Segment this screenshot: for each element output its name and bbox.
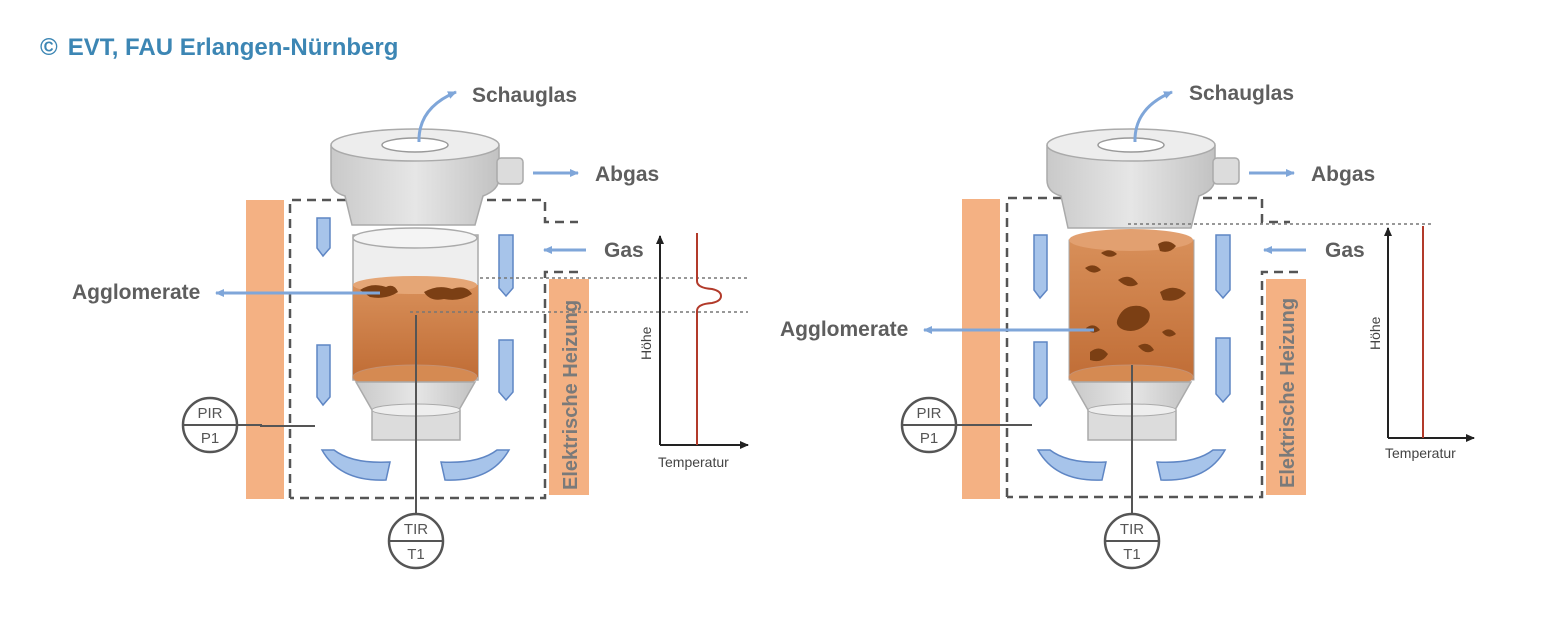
left-panel: Elektrische Heizung Schauglas Abg bbox=[72, 84, 749, 570]
right-axis-hoehe: Höhe bbox=[1367, 316, 1383, 350]
left-pir-text: PIR bbox=[197, 405, 222, 422]
left-axis-temperatur: Temperatur bbox=[658, 454, 729, 470]
left-heizung-label: Elektrische Heizung bbox=[560, 300, 582, 490]
right-abgas-nozzle bbox=[1212, 157, 1240, 185]
left-schauglas-label: Schauglas bbox=[472, 84, 577, 107]
left-schauglas-arrow bbox=[417, 90, 457, 143]
left-p1-text: P1 bbox=[201, 430, 219, 447]
right-heizung-label: Elektrische Heizung bbox=[1277, 298, 1299, 488]
left-abgas-nozzle bbox=[496, 157, 524, 185]
left-heating-element-3 bbox=[316, 344, 331, 407]
right-agglomerate-8 bbox=[1162, 329, 1176, 337]
right-heating-element-3 bbox=[1033, 341, 1048, 408]
copyright-credit: © EVT, FAU Erlangen-Nürnberg bbox=[40, 34, 398, 62]
left-heater-right bbox=[549, 279, 589, 495]
left-gas-label: Gas bbox=[604, 239, 644, 262]
right-heater-strip bbox=[962, 199, 1000, 499]
right-agglomerate-10 bbox=[1138, 343, 1154, 353]
left-heater-strip bbox=[246, 200, 284, 499]
left-heating-element-1 bbox=[316, 217, 331, 258]
right-panel: Elektrische Heizung S bbox=[780, 82, 1475, 570]
right-agglomerate-5 bbox=[1160, 287, 1186, 301]
right-heating-element-1 bbox=[1033, 234, 1048, 300]
right-heating-element-4 bbox=[1215, 337, 1231, 404]
left-tir-text: TIR bbox=[404, 521, 428, 538]
right-schauglas-arrow bbox=[1133, 90, 1173, 143]
right-heating-element-2 bbox=[1215, 234, 1231, 300]
left-agglomerate-2 bbox=[424, 287, 472, 300]
left-dashed-enclosure bbox=[288, 198, 578, 498]
left-vane-right bbox=[440, 449, 511, 481]
right-vane-left bbox=[1036, 449, 1107, 481]
right-agglomerate-1 bbox=[1101, 250, 1117, 257]
left-t1-text: T1 bbox=[407, 546, 425, 563]
right-agglomerate-9 bbox=[1090, 348, 1108, 362]
right-heater-right bbox=[1266, 279, 1306, 495]
copyright-symbol: © bbox=[40, 34, 58, 61]
right-tir-text: TIR bbox=[1120, 521, 1144, 538]
right-reactor-head bbox=[1046, 145, 1216, 229]
right-gas-label: Gas bbox=[1325, 239, 1365, 262]
right-t1-text: T1 bbox=[1123, 546, 1141, 563]
left-abgas-label: Abgas bbox=[595, 163, 659, 186]
right-agglomerate-4 bbox=[1118, 276, 1138, 287]
right-pir-text: PIR bbox=[916, 405, 941, 422]
right-agglomerate-2 bbox=[1158, 241, 1176, 252]
right-agglomerate-label: Agglomerate bbox=[780, 318, 908, 341]
left-heating-element-2 bbox=[498, 234, 514, 298]
right-axis-temperatur: Temperatur bbox=[1385, 445, 1456, 461]
right-abgas-label: Abgas bbox=[1311, 163, 1375, 186]
right-agglomerate-3 bbox=[1085, 265, 1101, 273]
right-agglomerate-6 bbox=[1116, 305, 1150, 331]
left-axis-hoehe: Höhe bbox=[638, 326, 654, 360]
right-vane-right bbox=[1156, 449, 1227, 481]
left-agglomerate-1 bbox=[360, 285, 398, 298]
right-dashed-enclosure bbox=[1005, 196, 1290, 497]
left-temperature-profile bbox=[696, 233, 723, 445]
left-reactor-head bbox=[330, 145, 500, 226]
left-vane-left bbox=[320, 449, 391, 481]
right-schauglas-label: Schauglas bbox=[1189, 82, 1294, 105]
credit-text: EVT, FAU Erlangen-Nürnberg bbox=[67, 34, 399, 61]
left-heating-element-4 bbox=[498, 339, 514, 402]
right-p1-text: P1 bbox=[920, 430, 938, 447]
left-agglomerate-label: Agglomerate bbox=[72, 281, 200, 304]
